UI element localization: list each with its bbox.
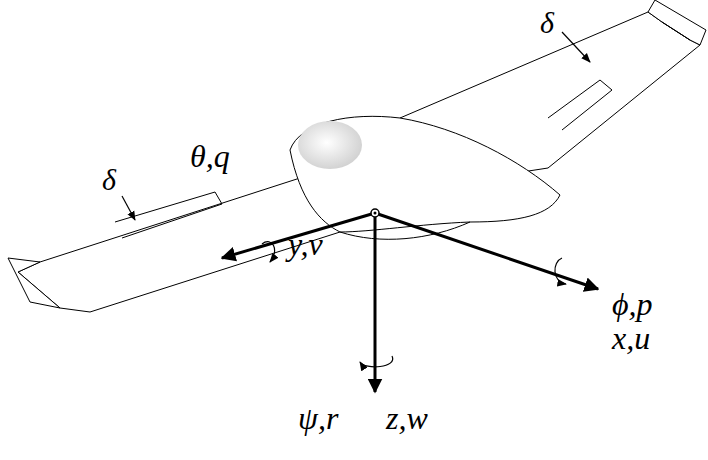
canopy xyxy=(298,121,362,169)
pitch-arrow xyxy=(262,242,275,262)
z-axis xyxy=(374,213,377,392)
axis-label: z,w xyxy=(386,402,428,434)
axis-label: ψ,r xyxy=(298,402,338,434)
left-wing xyxy=(18,178,340,312)
axis-label: θ,q xyxy=(190,140,230,172)
control-surface-label: δ xyxy=(540,8,554,38)
axis-label: x,u xyxy=(612,322,650,354)
roll-arrow xyxy=(555,258,566,284)
control-surface-label: δ xyxy=(102,165,116,195)
delta-leader xyxy=(562,32,590,62)
yaw-arrow xyxy=(360,356,393,367)
delta-leader xyxy=(122,196,135,220)
origin xyxy=(371,209,379,217)
left-elevon xyxy=(115,192,222,238)
left-winglet xyxy=(8,258,60,308)
axis-label: ϕ,p xyxy=(612,288,653,320)
centre-body xyxy=(290,116,560,232)
axis-label: y,v xyxy=(288,228,323,260)
x-axis xyxy=(375,213,598,289)
right-winglet xyxy=(648,0,706,45)
right-elevon xyxy=(548,80,612,130)
